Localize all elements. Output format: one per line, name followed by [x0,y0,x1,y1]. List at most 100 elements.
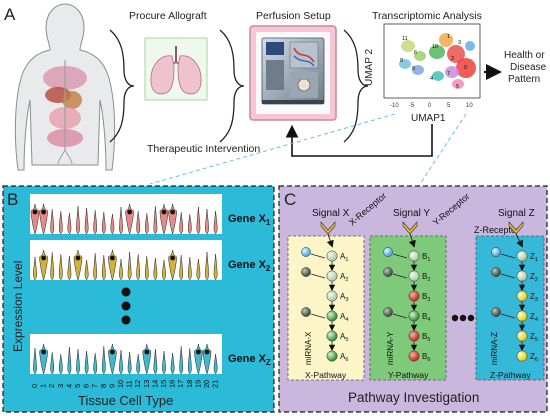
pathway-node-label: B6 [422,352,430,363]
umap-cluster-label: 9 [412,66,415,72]
umap-x-tick-label: 10 [466,103,473,109]
violin-median-dot [41,209,46,215]
violin-shape [50,251,55,281]
pathway-node [516,270,528,282]
outcome-line-2: Disease [510,62,547,73]
violin-shape [196,258,201,281]
pathway-node-label: B1 [422,252,430,263]
violin-shape [153,348,158,375]
gene-label-row-2: Gene X2 [228,259,271,273]
outcome-line-3: Pattern [508,74,540,85]
pathway-node-label: A1 [340,252,348,263]
violin-median-dot [161,209,167,215]
violin-shape [67,346,72,375]
gene-label-row-1: Gene X1 [228,213,271,227]
pathway-node [326,270,338,282]
signal-y-label: Signal Y [393,208,430,219]
pathway-node [326,310,338,322]
pathway-node-label: B4 [422,312,430,323]
violin-shape [76,205,80,235]
pathway-node [408,310,420,322]
pathway-z-label: Z-Pathway [490,370,531,380]
violin-median-dot [144,349,150,355]
cell-type-tick-label: 14 [150,380,159,388]
cell-type-tick-label: 3 [56,384,65,388]
bracket-icon [109,29,135,143]
umap-cluster-label: 3 [458,40,461,46]
regulator-node [383,247,393,257]
violin-shape [136,353,141,375]
human-body-illustration [14,3,116,171]
violin-median-dot [196,349,201,355]
pathway-node-label: B3 [422,292,430,303]
pathway-z-box [475,235,545,381]
violin-shape [76,348,80,375]
violin-median-dot [75,255,81,261]
zoom-connector-left [149,113,396,185]
violin-shape [101,254,106,281]
pathway-node [408,290,420,302]
violin-shape [119,258,123,281]
panel-c-title: Pathway Investigation [348,390,479,405]
feedback-label: Therapeutic Intervention [147,143,260,155]
pathway-node-label: Z2 [530,272,538,283]
regulator-node [491,307,501,317]
violin-median-dot [41,349,46,355]
violin-shape [144,255,149,281]
umap-x-tick-label: 5 [447,103,451,109]
umap-x-tick-label: -5 [409,103,415,109]
pathway-node-label: B2 [422,272,430,283]
inhibition-line [500,253,516,259]
violin-shape [136,210,141,235]
umap-cluster [445,66,459,78]
umap-cluster-label: 2 [451,56,454,62]
umap-cluster-label: 8 [400,58,403,64]
zoom-connector-right [419,113,467,185]
pathway-node-label: Z4 [530,312,538,323]
pathway-node [516,290,528,302]
violin-shape [93,252,98,281]
panel-a-letter: A [4,5,16,24]
panel-c-letter: C [284,190,296,209]
umap-x-axis-label: UMAP1 [411,113,446,124]
tissue-cell-type-axis-label: Tissue Cell Type [78,393,173,408]
umap-x-tick-label: -10 [390,103,399,109]
regulator-node [301,267,311,277]
umap-cluster-label: 5 [456,84,459,90]
violin-shape [84,350,89,375]
violin-shape [213,353,218,375]
cell-type-tick-label: 19 [193,380,202,388]
regulator-node [301,307,311,317]
regulator-node [301,247,311,257]
cell-type-tick-label: 15 [159,380,168,388]
umap-cluster [414,51,426,61]
violin-shape [58,253,63,281]
umap-cluster-label: 11 [402,36,408,42]
violin-shape [50,208,55,235]
cell-type-tick-label: 13 [142,380,151,388]
pathway-y-box [369,235,447,381]
cell-type-tick-label: 8 [99,384,108,388]
umap-cluster [439,33,453,47]
cell-type-tick-label: 21 [211,380,220,388]
violin-row-3-box [30,334,222,374]
violin-shape [127,351,132,375]
pathway-node [326,330,338,342]
ellipsis-dot [121,301,131,311]
violin-shape [93,352,98,375]
violin-shape [33,347,37,375]
pathway-node-label: Z1 [530,252,538,263]
step-procure-allograft: Procure Allograft [129,10,207,22]
umap-cluster [412,65,424,75]
violin-median-dot [110,349,115,355]
violin-median-dot [170,255,176,261]
pathway-node-label: A6 [340,352,348,363]
cell-type-tick-label: 2 [47,384,56,388]
cell-type-tick-label: 20 [202,380,211,388]
regulator-node [491,267,501,277]
gene-label-row-3: Gene XZ [228,353,271,367]
pathway-node-label: A3 [340,292,348,303]
pathway-node [326,250,338,262]
step-transcriptomic-analysis: Transcriptomic Analysis [372,10,482,22]
